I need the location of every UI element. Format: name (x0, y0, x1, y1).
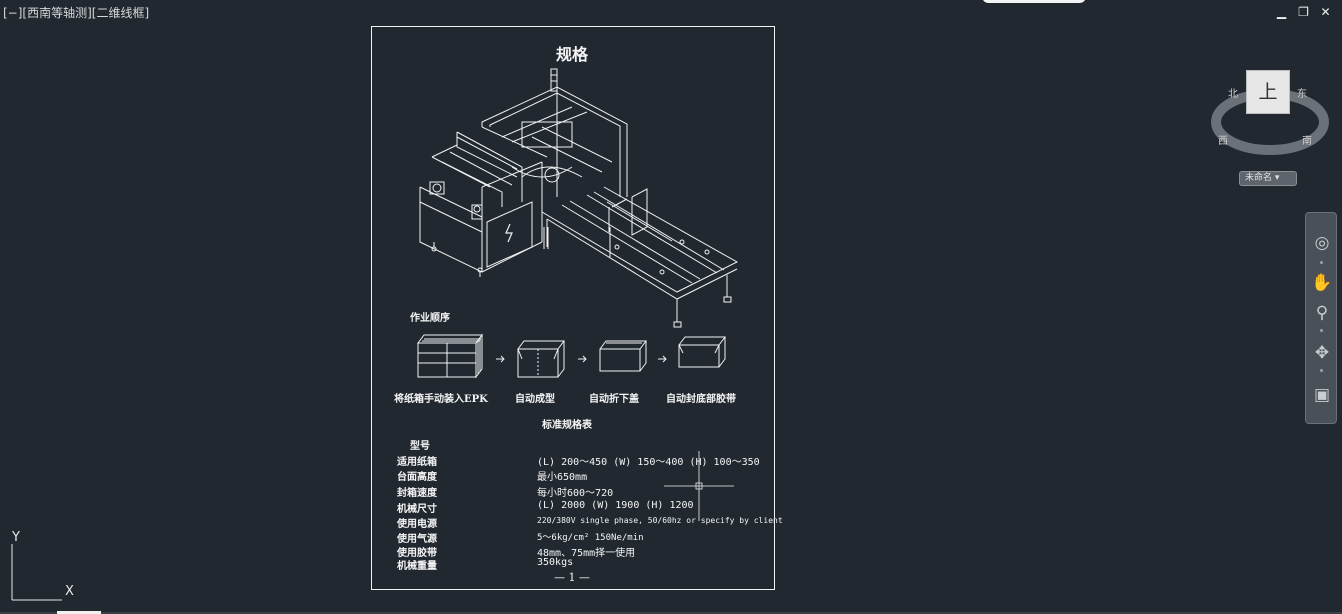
spec-value: (L) 2000 (W) 1900 (H) 1200 (537, 500, 694, 511)
compass-east[interactable]: 东 (1297, 89, 1307, 100)
zoom-icon[interactable]: ⚲ (1315, 303, 1329, 323)
steering-wheel-icon[interactable]: ◎ (1314, 233, 1330, 253)
spec-label: 适用纸箱 (397, 457, 437, 468)
spec-model-label: 型号 (410, 441, 430, 452)
drawing-sheet[interactable]: 规格 作业顺序 将纸箱手动装入EPK 自动成型 自动折下盖 自动封底部胶带 标准… (371, 26, 783, 590)
ucs-y-label: Y (12, 530, 20, 545)
spec-label: 使用胶带 (397, 548, 437, 559)
ucs-icon: Y X (10, 530, 90, 610)
dropdown-dot-icon[interactable] (1320, 369, 1323, 372)
wcs-menu[interactable]: 未命名 ▾ (1239, 171, 1297, 186)
spec-label: 台面高度 (397, 472, 437, 483)
dropdown-dot-icon[interactable] (1320, 329, 1323, 332)
visual-style-menu[interactable]: [二维线框] (91, 6, 150, 20)
process-box-folded (599, 340, 647, 372)
arrow-1 (496, 355, 505, 363)
process-box-formed (517, 340, 565, 378)
machine-column (550, 68, 558, 92)
navigation-bar: ◎ ✋ ⚲ ✥ ▣ (1305, 212, 1337, 424)
spec-value: 每小时600～720 (537, 488, 614, 499)
spec-label: 机械尺寸 (397, 504, 437, 515)
spec-value: 220/380V single phase, 50/60hz or specif… (537, 516, 783, 525)
layout-tab-indicator[interactable] (57, 611, 101, 614)
spec-value: 最小650mm (537, 472, 588, 483)
spec-value: (L) 200～450 (W) 150～400 (H) 100～350 (537, 457, 760, 468)
close-button[interactable]: ✕ (1320, 5, 1331, 19)
process-step-3: 自动折下盖 (589, 394, 639, 405)
spec-value: 5～6kg/cm² 150Ne/min (537, 533, 644, 543)
process-box-sealed (678, 336, 726, 368)
machine-upper-frame (481, 86, 628, 197)
spec-label: 封箱速度 (397, 488, 437, 499)
machine-conveyor (541, 186, 739, 328)
showmotion-icon[interactable]: ▣ (1313, 385, 1331, 405)
minimize-button[interactable]: ▁ (1276, 5, 1287, 19)
viewport-label: [−][西南等轴测][二维线框] (3, 4, 149, 21)
spec-label: 使用气源 (397, 534, 437, 545)
viewcube-top-face[interactable]: 上 (1246, 70, 1290, 114)
process-step-1: 将纸箱手动装入EPK (394, 394, 488, 405)
orbit-icon[interactable]: ✥ (1314, 343, 1330, 363)
top-tooltip-pill (982, 0, 1086, 3)
process-title: 作业顺序 (410, 313, 450, 324)
window-controls: ▁ ❐ ✕ (1275, 6, 1332, 19)
spec-value: 48mm、75mm择一使用 (537, 548, 636, 559)
restore-button[interactable]: ❐ (1298, 5, 1309, 19)
machine-left-feeder (431, 131, 523, 207)
spec-label: 使用电源 (397, 519, 437, 530)
arrow-3 (658, 355, 667, 363)
process-box-stack (417, 333, 483, 379)
process-step-4: 自动封底部胶带 (666, 394, 736, 405)
dropdown-dot-icon[interactable] (1320, 261, 1323, 264)
compass-north[interactable]: 北 (1228, 89, 1238, 100)
viewport-controls-menu[interactable]: [−] (3, 6, 23, 20)
machine-drawing (417, 68, 739, 521)
spec-table-title: 标准规格表 (542, 420, 592, 431)
process-step-2: 自动成型 (515, 394, 555, 405)
ucs-x-label: X (65, 584, 74, 599)
sheet-title: 规格 (556, 45, 589, 64)
spec-label: 机械重量 (397, 561, 437, 572)
compass-west[interactable]: 西 (1218, 136, 1228, 147)
compass-south[interactable]: 南 (1302, 136, 1312, 147)
machine-base-cabinet (419, 161, 549, 277)
view-menu[interactable]: [西南等轴测] (22, 6, 92, 20)
crosshair-cursor (664, 451, 734, 521)
spec-value: 350kgs (537, 557, 574, 568)
viewcube[interactable]: 上 北 东 西 南 (1210, 62, 1330, 162)
bottom-strip (0, 612, 1342, 614)
pan-hand-icon[interactable]: ✋ (1311, 273, 1333, 293)
arrow-2 (578, 355, 587, 363)
page-number: — 1 — (554, 571, 590, 584)
